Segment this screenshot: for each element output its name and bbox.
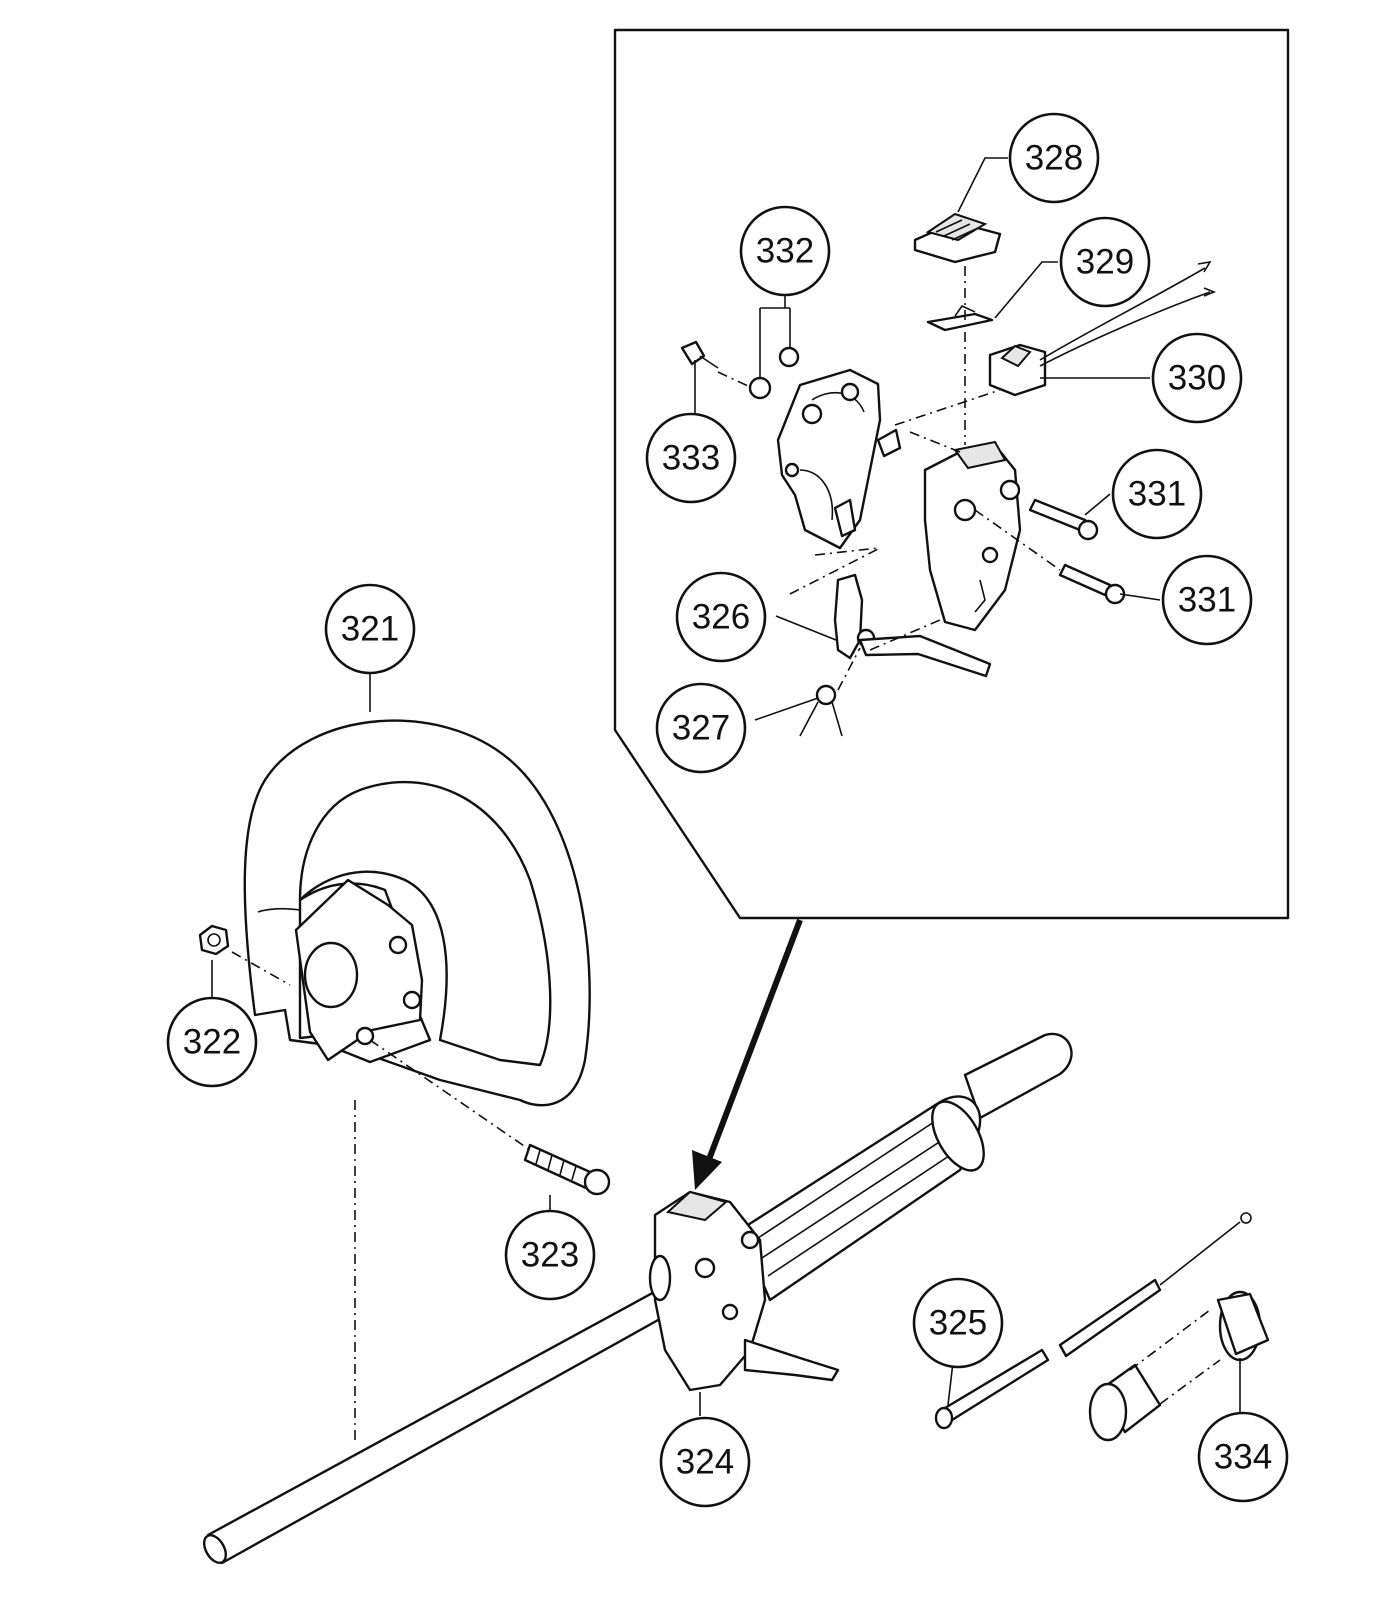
callout-331-lower: 331 [1161, 554, 1253, 646]
callout-label: 332 [756, 232, 814, 271]
handle-nut-part [198, 924, 291, 986]
callout-label: 329 [1076, 243, 1134, 282]
housing-screw-part [680, 340, 749, 387]
nuts-part [748, 346, 800, 400]
detail-inset [613, 28, 1290, 920]
callout-label: 334 [1214, 1438, 1272, 1477]
callout-328: 328 [1008, 112, 1100, 204]
throttle-cable-part [934, 1212, 1252, 1430]
callout-327: 327 [655, 682, 747, 774]
switch-plate-part [926, 304, 994, 332]
switch-cap-part [913, 212, 1002, 264]
housing-bolts-part [974, 498, 1126, 605]
stop-switch-part [988, 260, 1217, 397]
callout-label: 325 [929, 1304, 987, 1343]
callout-label: 333 [662, 439, 720, 478]
callout-324: 324 [659, 1416, 751, 1508]
callout-label: 321 [341, 610, 399, 649]
callout-321: 321 [324, 583, 416, 675]
callout-326: 326 [675, 571, 767, 663]
callout-label: 331 [1178, 581, 1236, 620]
callout-332: 332 [739, 205, 831, 297]
callout-label: 328 [1025, 139, 1083, 178]
callout-330: 330 [1151, 332, 1243, 424]
callout-323: 323 [504, 1209, 596, 1301]
inset-frame [613, 28, 1290, 920]
loop-handle-part [243, 719, 591, 1107]
handle-bolt-part [369, 1039, 611, 1196]
cable-boot-part [1088, 1290, 1270, 1442]
housing-left-half [776, 368, 902, 550]
throttle-housing-part [648, 1190, 840, 1392]
detail-arrow [692, 918, 803, 1190]
callout-331-upper: 331 [1111, 448, 1203, 540]
callout-333: 333 [645, 412, 737, 504]
callout-label: 326 [692, 598, 750, 637]
callout-label: 330 [1168, 359, 1226, 398]
trigger-spring-part [799, 647, 861, 737]
callout-329: 329 [1059, 216, 1151, 308]
inset-leaders [694, 157, 1161, 721]
callout-label: 327 [672, 709, 730, 748]
callout-label: 323 [521, 1236, 579, 1275]
callout-label: 331 [1128, 475, 1186, 514]
throttle-trigger-part [789, 547, 992, 678]
housing-right-half [894, 266, 1022, 632]
main-leaders [211, 672, 1241, 1440]
callout-label: 322 [183, 1023, 241, 1062]
grip-part [738, 1095, 985, 1302]
callout-325: 325 [912, 1277, 1004, 1369]
callout-label: 324 [676, 1443, 734, 1482]
callout-322: 322 [166, 996, 258, 1088]
callout-334: 334 [1197, 1411, 1289, 1503]
